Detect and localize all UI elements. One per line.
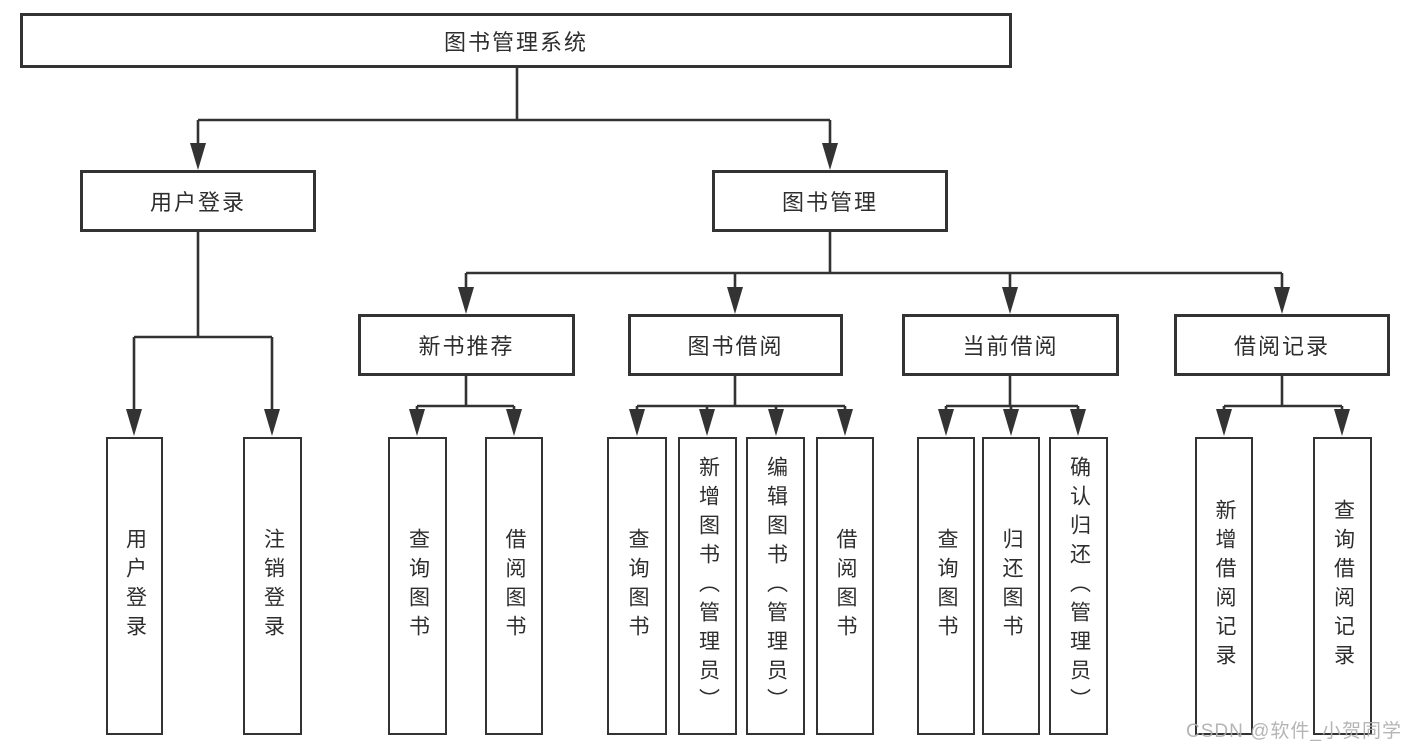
- node-query-books-current: 查询图书: [917, 437, 975, 735]
- node-library-system-label: 图书管理系统: [443, 29, 588, 55]
- node-book-borrowing: 图书借阅: [628, 314, 843, 376]
- node-current-borrowing-label: 当前借阅: [962, 334, 1059, 359]
- connector-root-to-level2: [190, 68, 838, 170]
- node-add-books-admin-label: 新增图书（管理员）: [696, 455, 720, 717]
- node-return-books: 归还图书: [982, 437, 1040, 735]
- connector-user-login-children: [126, 232, 280, 436]
- node-return-books-label: 归还图书: [1000, 528, 1023, 644]
- connector-book-borrowing-children: [629, 376, 853, 436]
- node-query-books-borrowing-label: 查询图书: [626, 528, 649, 644]
- node-confirm-return-admin-label: 确认归还（管理员）: [1067, 455, 1091, 717]
- node-borrow-books-recommend: 借阅图书: [485, 437, 543, 735]
- node-query-books-recommend: 查询图书: [388, 437, 447, 735]
- node-edit-books-admin-label: 编辑图书（管理员）: [764, 455, 788, 717]
- node-borrow-books-borrowing-label: 借阅图书: [834, 528, 857, 644]
- node-query-books-borrowing: 查询图书: [607, 437, 667, 735]
- node-login-leaf-label: 用户登录: [123, 528, 147, 644]
- node-add-books-admin: 新增图书（管理员）: [678, 437, 737, 735]
- node-library-system: 图书管理系统: [20, 13, 1012, 68]
- node-confirm-return-admin: 确认归还（管理员）: [1049, 437, 1108, 735]
- node-add-borrow-record: 新增借阅记录: [1195, 437, 1253, 735]
- node-query-borrow-record: 查询借阅记录: [1313, 437, 1372, 735]
- node-edit-books-admin: 编辑图书（管理员）: [746, 437, 805, 735]
- node-user-login-label: 用户登录: [149, 190, 246, 215]
- node-book-management: 图书管理: [712, 170, 948, 232]
- node-new-book-recommend-label: 新书推荐: [418, 334, 515, 359]
- node-query-books-current-label: 查询图书: [935, 528, 958, 644]
- node-user-login: 用户登录: [80, 170, 316, 232]
- connector-new-book-recommend-children: [409, 376, 522, 436]
- node-logout-leaf: 注销登录: [243, 437, 302, 735]
- node-new-book-recommend: 新书推荐: [358, 314, 575, 376]
- node-add-borrow-record-label: 新增借阅记录: [1213, 499, 1236, 673]
- csdn-watermark: CSDN @软件_小贺同学: [1186, 721, 1402, 742]
- node-book-management-label: 图书管理: [781, 190, 878, 215]
- node-query-books-recommend-label: 查询图书: [406, 528, 430, 644]
- node-borrow-books-recommend-label: 借阅图书: [503, 528, 526, 644]
- node-current-borrowing: 当前借阅: [902, 314, 1119, 376]
- connector-current-borrowing-children: [938, 376, 1086, 436]
- node-logout-leaf-label: 注销登录: [261, 528, 285, 644]
- connector-book-management-children: [458, 232, 1290, 314]
- node-borrowing-records-label: 借阅记录: [1233, 334, 1330, 359]
- node-borrowing-records: 借阅记录: [1174, 314, 1390, 376]
- node-query-borrow-record-label: 查询借阅记录: [1331, 499, 1355, 673]
- node-borrow-books-borrowing: 借阅图书: [816, 437, 874, 735]
- node-login-leaf: 用户登录: [106, 437, 163, 735]
- connector-borrowing-records-children: [1216, 376, 1350, 436]
- node-book-borrowing-label: 图书借阅: [687, 334, 784, 359]
